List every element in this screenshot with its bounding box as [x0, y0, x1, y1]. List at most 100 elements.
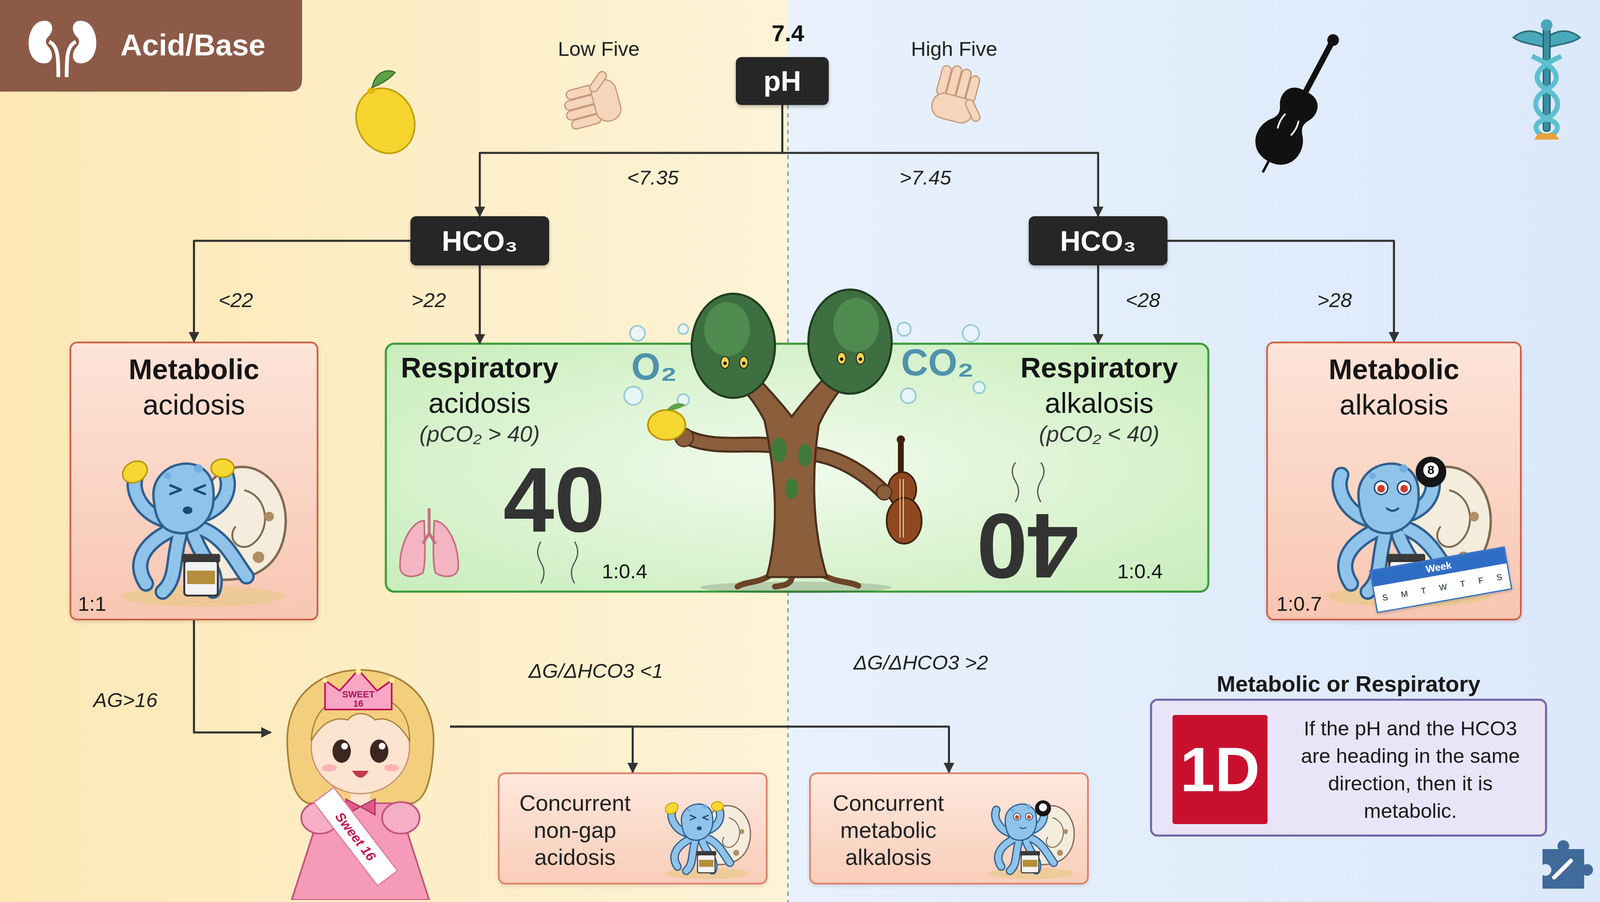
cartoon-illustration: [118, 456, 286, 608]
node-text: (pCO₂ < 40): [1038, 420, 1160, 447]
cartoon-illustration: [663, 800, 751, 879]
connector-arrow: [450, 726, 950, 773]
tree-character: [704, 302, 750, 357]
caduceus-logo: [1534, 133, 1560, 140]
tree-character: [739, 356, 748, 369]
node-text: pH: [763, 64, 802, 98]
tree-character: [876, 485, 892, 500]
node-text: Respiratory: [400, 351, 559, 384]
tree-character: [687, 437, 775, 446]
tree-character: [647, 289, 922, 594]
node-text: alkalosis: [1339, 388, 1449, 421]
calendar-day: M: [1400, 588, 1409, 600]
connector-arrow: [1167, 240, 1395, 342]
tree-character: [858, 357, 863, 361]
gas-bubble: [962, 325, 980, 342]
high-five-hand: [929, 62, 993, 129]
balloon-string: [537, 541, 545, 584]
tree-character: [723, 361, 727, 365]
tree-character: [856, 352, 865, 365]
low-five-hand: [587, 70, 608, 94]
lungs-icon: [422, 508, 436, 544]
cello-silhouette: [1241, 23, 1357, 184]
rule-box: Metabolic or Respiratory1DIf the pH and …: [1150, 698, 1548, 837]
cartoon-illustration: [287, 668, 434, 900]
gas-bubble: [624, 386, 643, 405]
tree-character: [808, 289, 892, 394]
cartoon-illustration: [988, 800, 1075, 879]
lemon: [366, 85, 377, 96]
cello-silhouette: [1247, 80, 1327, 173]
lungs-icon: [400, 508, 459, 577]
caduceus-logo: [1540, 19, 1553, 31]
ph-value: 7.4: [771, 20, 805, 47]
bicarbonate-box: HCO₃: [1028, 216, 1168, 266]
edge-label: >28: [1317, 288, 1352, 312]
node-text: HCO₃: [441, 224, 518, 258]
balloon-string: [1037, 462, 1045, 503]
gas-bubble: [678, 324, 689, 335]
lemon: [345, 78, 426, 163]
kidney-icon: [28, 20, 53, 64]
gas-bubble: [900, 388, 916, 404]
cartoon-illustration: [645, 780, 763, 881]
disorder-box: WeekSMTWTFSMetabolicalkalosis81:0.7: [1266, 341, 1522, 621]
balloon-string: [1012, 462, 1019, 503]
ball-number: 8: [1427, 463, 1435, 477]
tree-character: [900, 479, 904, 538]
panel-heading: Metabolic or Respiratory: [1216, 670, 1481, 697]
cartoon-illustration: [1327, 456, 1491, 608]
ph-box: pH: [735, 57, 829, 105]
node-text: HCO₃: [1060, 224, 1137, 258]
edge-label: AG>16: [93, 688, 158, 712]
sash-text: Sweet 16: [332, 809, 379, 864]
tree-character: [700, 581, 892, 594]
gas-bubble: [630, 325, 645, 341]
cello-silhouette: [1276, 113, 1300, 137]
connector-group: [194, 105, 1395, 773]
tree-character: [771, 437, 787, 463]
node-text: Metabolic: [128, 352, 260, 386]
tree-character: [837, 352, 846, 365]
caduceus-logo: [1513, 19, 1580, 140]
calendar-text: Week: [1425, 559, 1453, 575]
node-text: acidosis: [428, 386, 531, 420]
puzzle-icon: [1542, 840, 1593, 889]
calendar-day: T: [1420, 585, 1427, 597]
low-five-hand: [557, 67, 624, 132]
tree-character: [691, 293, 775, 398]
edge-label: <22: [218, 288, 253, 312]
cello-silhouette: [1261, 160, 1270, 173]
cartoon-illustration: [1301, 418, 1502, 610]
tree-character: [798, 443, 812, 467]
concurrent-box: Concurrent metabolic alkalosis: [809, 772, 1089, 885]
node-text: (pCO₂ > 40): [419, 420, 540, 447]
ratio-text: 1:1: [77, 592, 107, 616]
tree-character: [647, 410, 686, 440]
connector-arrow: [478, 265, 481, 344]
crown-text: SWEET 16: [337, 690, 380, 709]
gas-bubble-text: CO₂: [901, 343, 975, 382]
tree-character: [666, 403, 686, 411]
node-text: Respiratory: [1020, 351, 1178, 384]
tree-character: [886, 497, 922, 544]
title-text: Acid/Base: [120, 27, 266, 63]
lemon: [368, 67, 398, 88]
caduceus-logo: [1535, 56, 1562, 136]
tree-character: [814, 454, 884, 492]
lemon: [340, 67, 426, 164]
hand-caption: Low Five: [557, 37, 640, 61]
puzzle-icon: [1542, 840, 1593, 889]
edge-label: <7.35: [627, 165, 679, 190]
connector-arrow: [194, 240, 411, 342]
hand-caption: High Five: [911, 37, 998, 61]
disorder-panel: Respiratoryalkalosis(pCO₂ < 40)401:0.4: [787, 343, 1209, 592]
connector-arrow: [1097, 265, 1100, 344]
calendar-day: T: [1459, 578, 1466, 590]
edge-label: <28: [1125, 288, 1160, 312]
tree-character: [833, 297, 880, 353]
